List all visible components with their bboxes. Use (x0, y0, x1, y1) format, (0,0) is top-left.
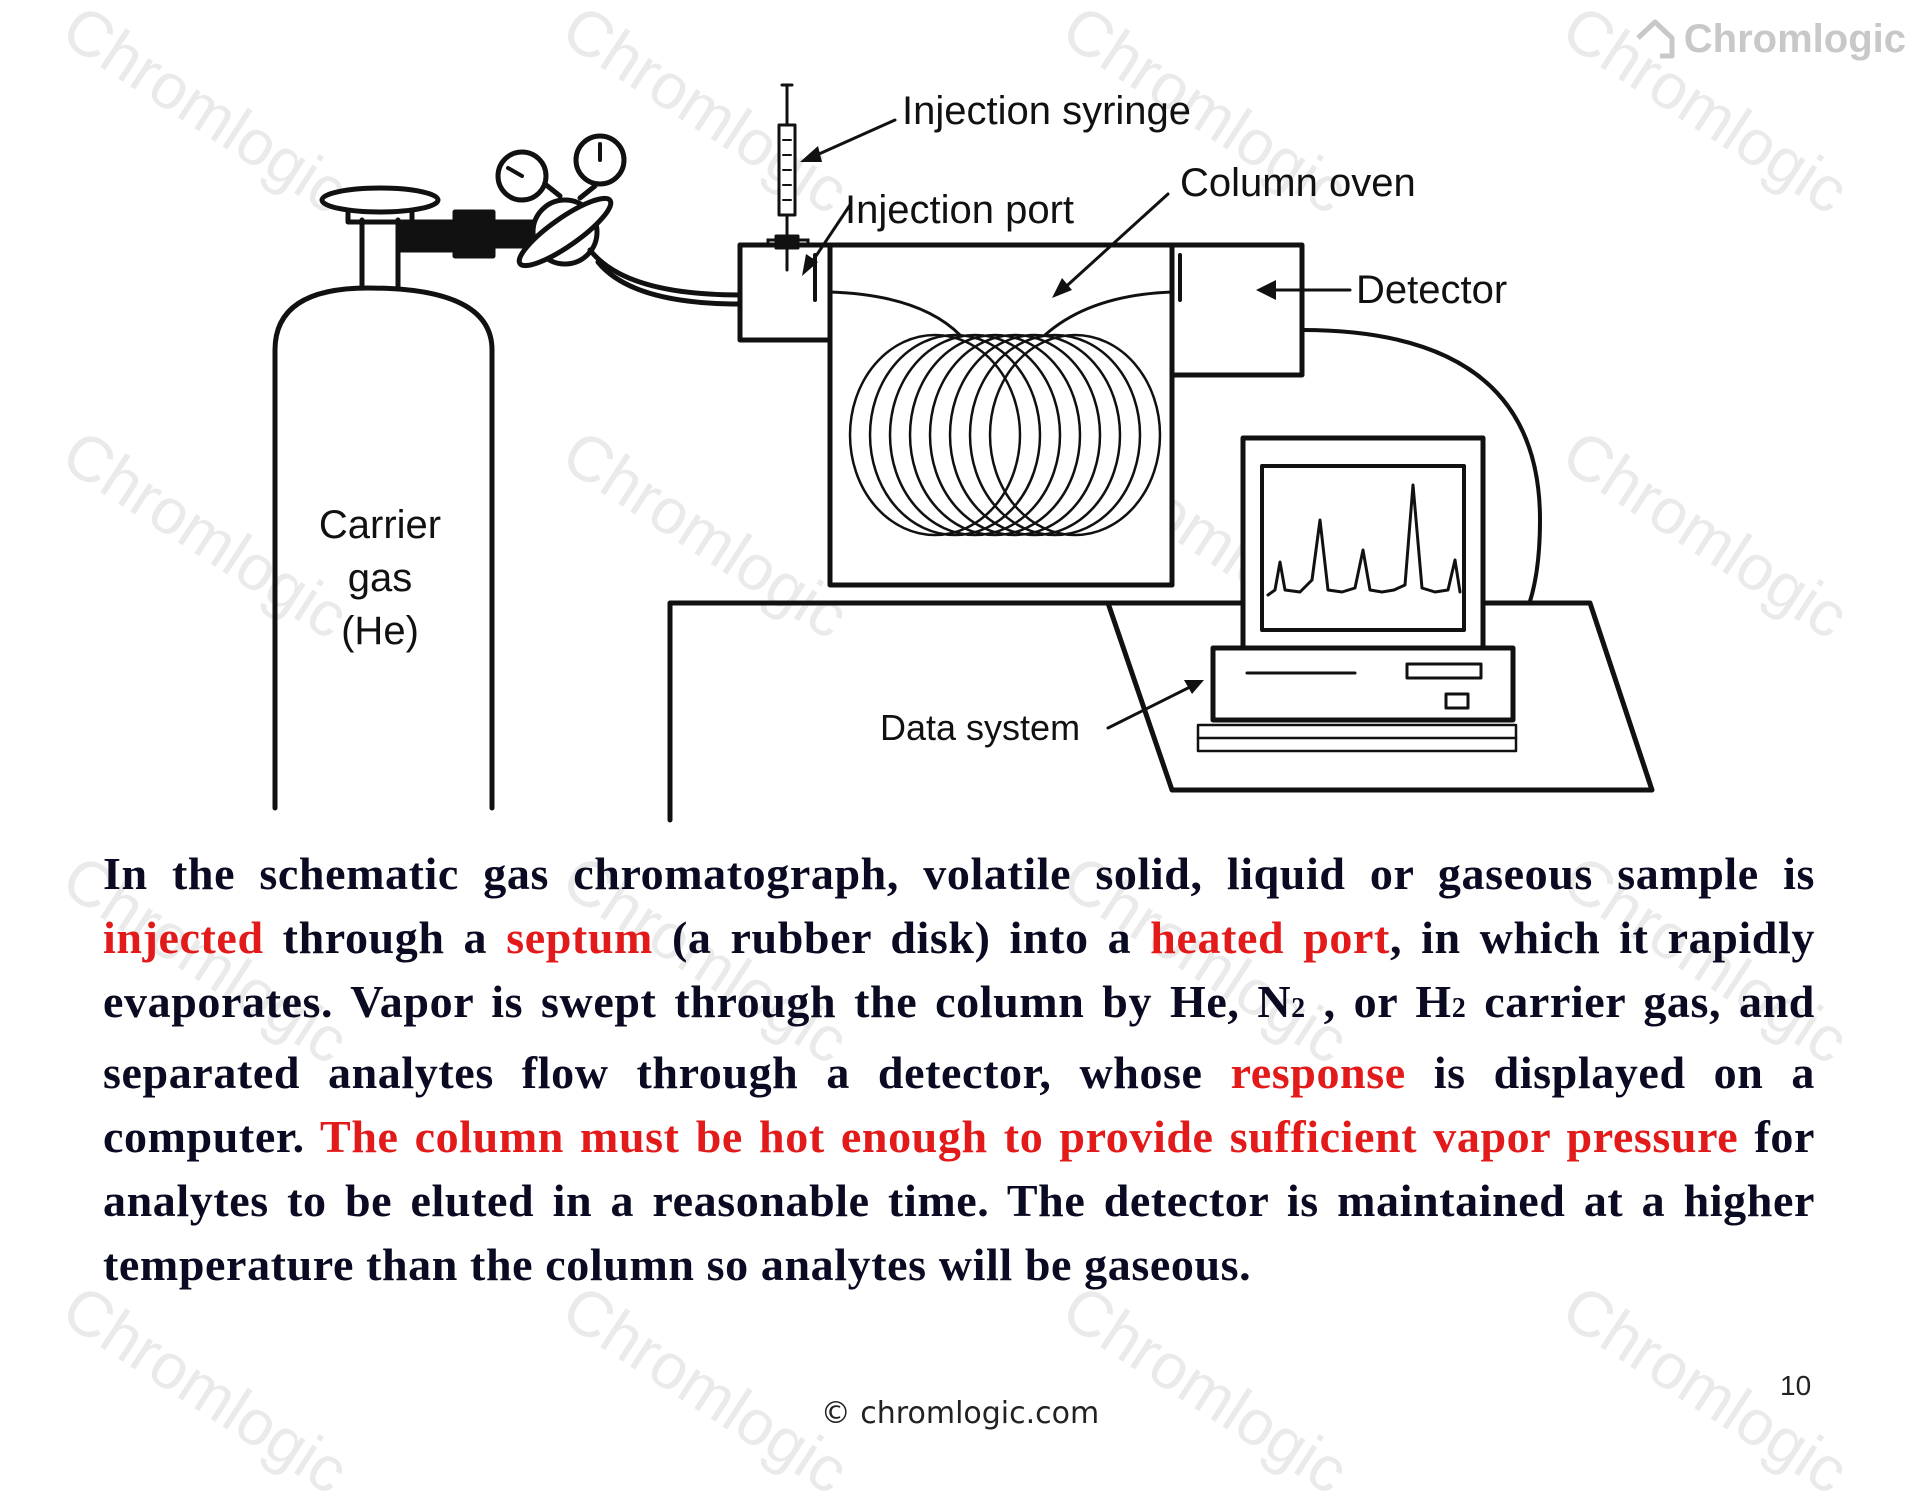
highlight-column-temperature: The column must be hot enough to provide… (320, 1111, 1739, 1162)
text-run: for analytes to be eluted in a reasonabl… (103, 1111, 1815, 1290)
label-injection-port: Injection port (845, 188, 1074, 232)
subscript: 2 (1451, 993, 1467, 1024)
watermark: Chromlogic (50, 1270, 361, 1508)
label-column-oven: Column oven (1180, 161, 1416, 205)
text-run: (a rubber disk) into a (652, 912, 1151, 963)
watermark: Chromlogic (1050, 1270, 1361, 1508)
watermark: Chromlogic (1550, 1270, 1861, 1508)
cylinder-neck (359, 217, 401, 291)
column-oven-box (827, 242, 1175, 588)
column-coil (848, 333, 1162, 537)
arrow-injection-port (806, 203, 852, 270)
logo-house-icon (1636, 19, 1675, 59)
highlight-injected: injected (103, 912, 264, 963)
text-run: , or H (1305, 976, 1452, 1027)
page-number: 10 (1780, 1370, 1812, 1401)
label-injection-syringe: Injection syringe (902, 89, 1191, 133)
text-run: In the schematic gas chromatograph, vola… (103, 848, 1815, 899)
arrow-syringe (808, 118, 897, 160)
label-data-system: Data system (880, 707, 1080, 748)
gas-chromatograph-diagram: Injection syringe Injection port Column … (272, 83, 1655, 823)
injection-syringe-icon (774, 83, 800, 272)
arrow-data-system (1106, 681, 1200, 730)
keyboard-icon (1196, 723, 1518, 753)
highlight-septum: septum (506, 912, 653, 963)
text-run: , in which it rapidly evaporates. Vapor … (103, 912, 1815, 1027)
label-carrier-gas: Carrier (319, 503, 441, 547)
copyright-footer: © chromlogic.com (820, 1396, 1100, 1431)
table (667, 600, 1111, 823)
highlight-response: response (1230, 1047, 1406, 1098)
highlight-heated-port: heated port (1150, 912, 1390, 963)
chromatogram-trace (1266, 483, 1462, 597)
text-run: carrier gas, and separated analytes flow… (103, 976, 1815, 1098)
label-detector: Detector (1356, 268, 1507, 312)
carrier-gas-tubing (587, 247, 743, 298)
text-run: is displayed on a computer. (103, 1047, 1815, 1162)
description-paragraph: In the schematic gas chromatograph, vola… (103, 842, 1815, 1297)
arrow-column-oven (1058, 192, 1170, 294)
label-carrier-gas: (He) (341, 609, 419, 653)
gas-cylinder (272, 285, 495, 811)
label-carrier-gas: gas (348, 556, 413, 600)
subscript: 2 (1291, 993, 1306, 1024)
text-run: through a (263, 912, 507, 963)
valve-wheel-icon (319, 185, 441, 215)
regulator-pipe (395, 219, 461, 253)
logo-text: Chromlogic (1683, 16, 1906, 61)
watermark: Chromlogic (550, 1270, 861, 1508)
chromlogic-logo: Chromlogic (1632, 16, 1906, 62)
